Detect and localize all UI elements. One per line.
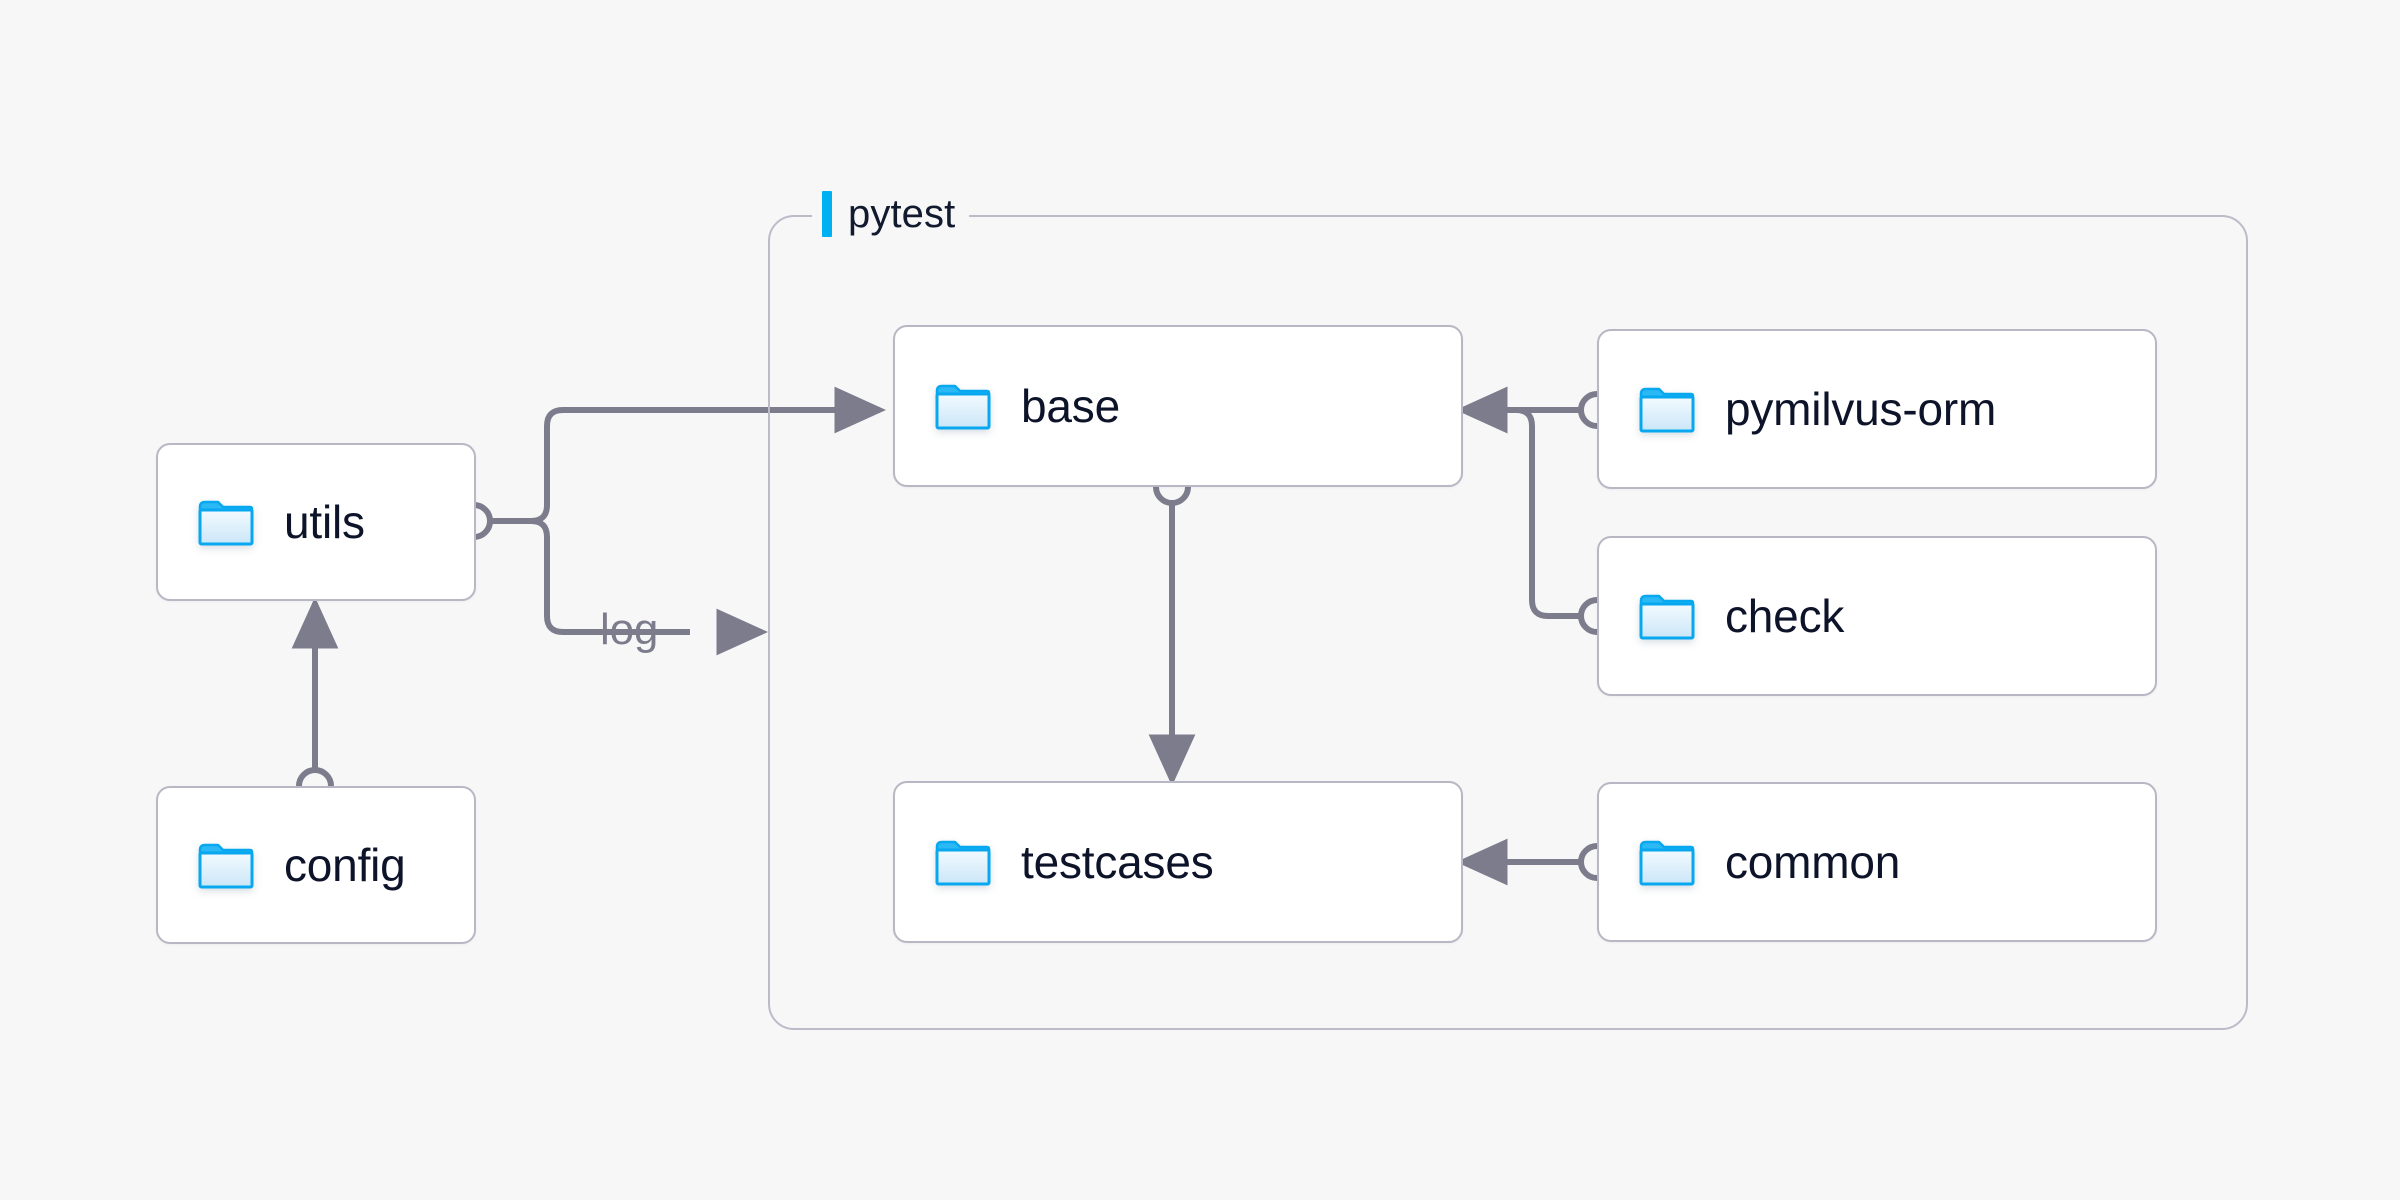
edge-label-log: log [600,605,659,654]
folder-icon [1639,384,1695,434]
node-check[interactable]: check [1597,536,2157,696]
node-pymilvus-orm[interactable]: pymilvus-orm [1597,329,2157,489]
accent-bar-icon [822,191,832,237]
folder-icon [1639,837,1695,887]
node-label: config [284,839,406,891]
node-label: common [1725,836,1901,888]
node-config[interactable]: config [156,786,476,944]
node-base[interactable]: base [893,325,1463,487]
node-label: pymilvus-orm [1725,383,1997,435]
folder-icon [198,840,254,890]
folder-icon [935,837,991,887]
pytest-group-label-text: pytest [848,191,956,236]
node-testcases[interactable]: testcases [893,781,1463,943]
folder-icon [198,497,254,547]
node-common[interactable]: common [1597,782,2157,942]
folder-icon [1639,591,1695,641]
pytest-group-label: pytest [812,186,970,242]
node-label: check [1725,590,1845,642]
node-label: utils [284,496,365,548]
pytest-group [768,215,2248,1030]
node-label: base [1021,380,1120,432]
node-label: testcases [1021,836,1214,888]
node-utils[interactable]: utils [156,443,476,601]
folder-icon [935,381,991,431]
